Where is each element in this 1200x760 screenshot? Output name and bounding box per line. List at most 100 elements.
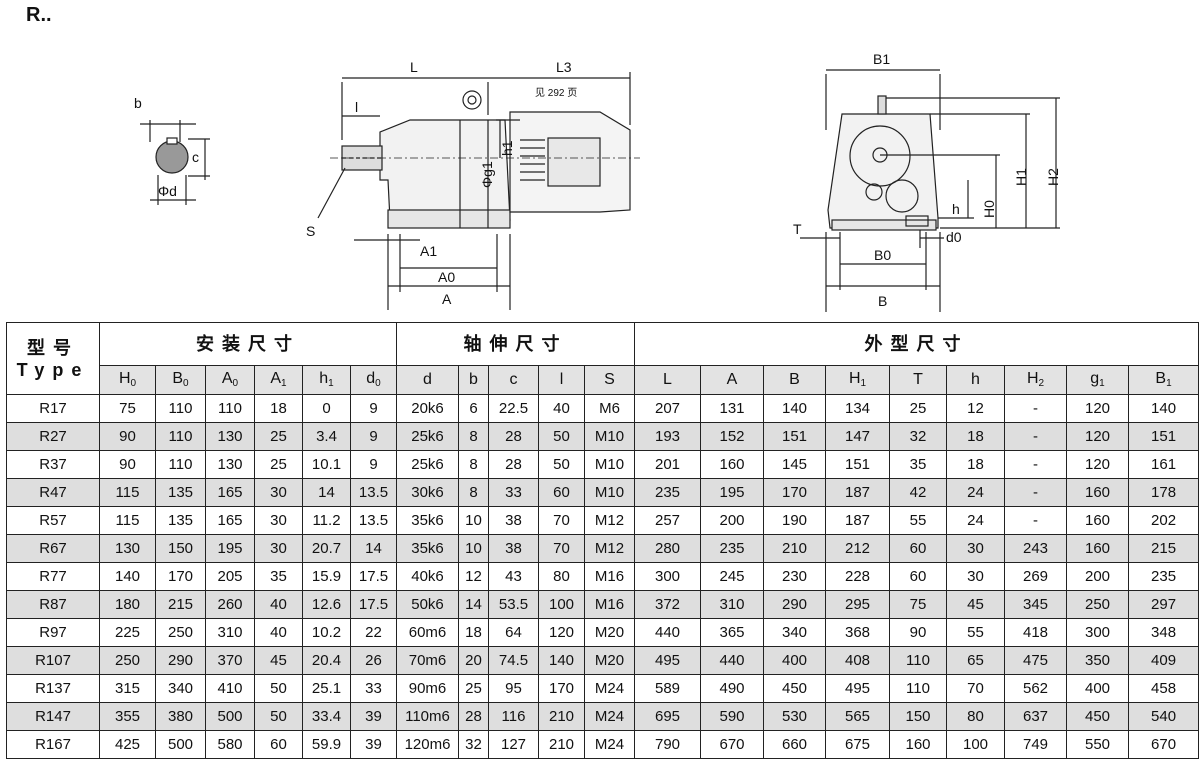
- table-cell: 300: [634, 562, 701, 591]
- table-cell: 475: [1004, 646, 1067, 675]
- table-cell: 80: [946, 702, 1005, 731]
- table-cell: 14: [350, 534, 397, 563]
- table-cell: 370: [205, 646, 255, 675]
- table-cell: M20: [584, 618, 635, 647]
- table-cell: 195: [700, 478, 764, 507]
- table-cell: 14: [458, 590, 489, 619]
- table-cell: 368: [825, 618, 890, 647]
- table-cell: 243: [1004, 534, 1067, 563]
- column-header-main: h: [971, 371, 980, 388]
- column-header-main: B: [789, 371, 800, 388]
- type-cell: R87: [6, 590, 100, 619]
- label-A: A: [442, 291, 452, 307]
- table-cell: 178: [1127, 478, 1200, 507]
- table-cell: 43: [488, 562, 539, 591]
- table-cell: 215: [155, 590, 206, 619]
- table-cell: 235: [634, 478, 701, 507]
- table-cell: 130: [99, 534, 156, 563]
- table-cell: 540: [1127, 702, 1200, 731]
- column-header-main: b: [469, 371, 478, 388]
- table-cell: 500: [155, 730, 206, 759]
- table-cell: 60: [254, 730, 303, 759]
- drawing-labels: b c Φd L L3 见 292 页 l h1 Φg1 S A1 A0 A B…: [134, 51, 1061, 309]
- table-cell: 3.4: [302, 422, 351, 451]
- table-cell: 74.5: [488, 646, 539, 675]
- table-cell: 140: [763, 394, 826, 423]
- column-header: d0: [350, 365, 397, 395]
- label-T: T: [793, 221, 802, 237]
- table-cell: 40: [538, 394, 585, 423]
- table-cell: 315: [99, 674, 156, 703]
- table-cell: 200: [700, 506, 764, 535]
- technical-drawings: b c Φd L L3 见 292 页 l h1 Φg1 S A1 A0 A B…: [0, 20, 1200, 320]
- table-cell: 110: [889, 674, 947, 703]
- table-cell: 135: [155, 478, 206, 507]
- table-cell: 120: [538, 618, 585, 647]
- type-cell: R137: [6, 674, 100, 703]
- table-cell: 50: [254, 674, 303, 703]
- front-view-drawing: [800, 69, 1060, 312]
- table-cell: 8: [458, 450, 489, 479]
- table-cell: 53.5: [488, 590, 539, 619]
- table-cell: 70: [538, 506, 585, 535]
- column-header: b: [458, 365, 489, 395]
- table-cell: 200: [1066, 562, 1129, 591]
- type-cell: R27: [6, 422, 100, 451]
- column-header-sub: 1: [281, 378, 287, 389]
- label-d: Φd: [158, 183, 177, 199]
- table-cell: M20: [584, 646, 635, 675]
- table-cell: 60: [889, 534, 947, 563]
- column-header-main: l: [559, 371, 564, 388]
- column-header-main: A: [726, 371, 738, 388]
- column-header: H1: [825, 365, 890, 395]
- column-header: L: [634, 365, 701, 395]
- table-cell: 165: [205, 506, 255, 535]
- table-cell: 25: [458, 674, 489, 703]
- table-cell: 35k6: [396, 506, 459, 535]
- table-cell: 80: [538, 562, 585, 591]
- table-cell: 210: [538, 730, 585, 759]
- table-cell: -: [1004, 450, 1067, 479]
- table-cell: 25.1: [302, 674, 351, 703]
- table-cell: 134: [825, 394, 890, 423]
- table-cell: 9: [350, 422, 397, 451]
- column-header-sub: 1: [1166, 378, 1172, 389]
- column-header: B1: [1127, 365, 1200, 395]
- label-b: b: [134, 95, 142, 111]
- label-see-page: 见 292 页: [535, 87, 577, 99]
- table-cell: 10.2: [302, 618, 351, 647]
- column-header-main: c: [509, 371, 518, 388]
- column-header-sub: 2: [1038, 378, 1045, 389]
- table-cell: M10: [584, 450, 635, 479]
- table-cell: 35k6: [396, 534, 459, 563]
- label-H1: H1: [1013, 168, 1029, 186]
- table-cell: M24: [584, 674, 635, 703]
- table-cell: 24: [946, 478, 1005, 507]
- column-header-main: H: [1026, 370, 1039, 387]
- table-cell: 12: [946, 394, 1005, 423]
- column-header-main: H: [118, 370, 131, 387]
- table-cell: 20k6: [396, 394, 459, 423]
- table-cell: 210: [538, 702, 585, 731]
- table-cell: 140: [99, 562, 156, 591]
- table-cell: 25: [889, 394, 947, 423]
- table-cell: 458: [1127, 674, 1200, 703]
- table-cell: 40: [254, 618, 303, 647]
- label-B: B: [878, 293, 887, 309]
- table-cell: 400: [1066, 674, 1129, 703]
- table-cell: 297: [1127, 590, 1200, 619]
- table-cell: M12: [584, 506, 635, 535]
- table-cell: M12: [584, 534, 635, 563]
- table-cell: 230: [763, 562, 826, 591]
- table-cell: 151: [1127, 422, 1200, 451]
- table-cell: 695: [634, 702, 701, 731]
- column-header: A0: [205, 365, 255, 395]
- table-cell: 295: [825, 590, 890, 619]
- table-cell: 565: [825, 702, 890, 731]
- table-cell: 39: [350, 730, 397, 759]
- table-cell: 145: [763, 450, 826, 479]
- table-cell: 110: [155, 450, 206, 479]
- column-header: h1: [302, 365, 351, 395]
